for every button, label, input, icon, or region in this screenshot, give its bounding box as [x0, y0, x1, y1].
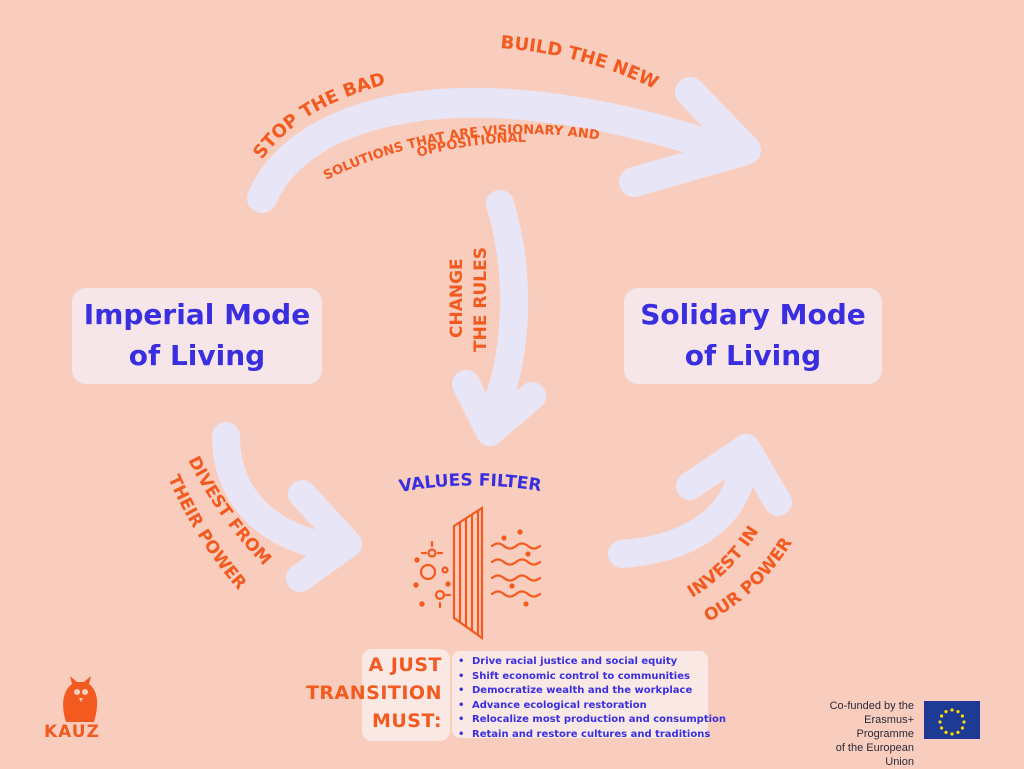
list-item: Retain and restore cultures and traditio… — [458, 728, 726, 743]
list-item: Drive racial justice and social equity — [458, 655, 726, 670]
list-item: Advance ecological restoration — [458, 699, 726, 714]
cofunded-line1: Co-funded by the — [829, 700, 914, 712]
just-transition-title: A JUST TRANSITION MUST: — [300, 651, 442, 735]
values-filter-icon — [413, 505, 542, 641]
arrow-divest-head — [286, 480, 362, 592]
cofunded-line2: Erasmus+ Programme — [856, 714, 914, 740]
list-item: Shift economic control to communities — [458, 670, 726, 685]
filter-screen — [452, 505, 484, 641]
just-transition-title-bg — [362, 649, 450, 741]
arrow-change-rules — [478, 190, 529, 432]
cofunded-text: Co-funded by the Erasmus+ Programme of t… — [804, 699, 914, 769]
arrow-invest-head — [676, 434, 792, 516]
eu-stars — [938, 708, 966, 736]
solidary-mode-line2: of Living — [684, 339, 822, 372]
just-transition-line2: TRANSITION — [305, 682, 442, 704]
arrow-top-head — [619, 77, 761, 197]
change-rules-label-line1: CHANGE — [447, 258, 467, 338]
solidary-mode-line1: Solidary Mode — [640, 298, 866, 331]
kauz-owl-icon — [63, 676, 98, 722]
input-particles — [413, 540, 452, 609]
solidary-mode-box: Solidary Mode of Living — [624, 288, 882, 384]
just-transition-line1: A JUST — [368, 654, 442, 676]
arrow-divest — [212, 422, 352, 562]
list-item: Democratize wealth and the workplace — [458, 684, 726, 699]
arrow-top-arc — [247, 87, 735, 213]
output-waves — [490, 529, 542, 607]
just-transition-line3: MUST: — [371, 710, 442, 732]
imperial-mode-box: Imperial Mode of Living — [72, 288, 322, 384]
kauz-logo-text: KAUZ — [44, 722, 100, 742]
change-rules-label-line2: THE RULES — [471, 247, 491, 352]
arrow-invest — [608, 442, 758, 568]
imperial-mode-line1: Imperial Mode — [83, 298, 311, 331]
arrow-change-rules-head — [452, 370, 546, 446]
imperial-mode-line2: of Living — [128, 339, 266, 372]
just-transition-list: Drive racial justice and social equity S… — [458, 655, 726, 742]
list-item: Relocalize most production and consumpti… — [458, 713, 726, 728]
cofunded-line3: of the European Union — [835, 742, 914, 768]
